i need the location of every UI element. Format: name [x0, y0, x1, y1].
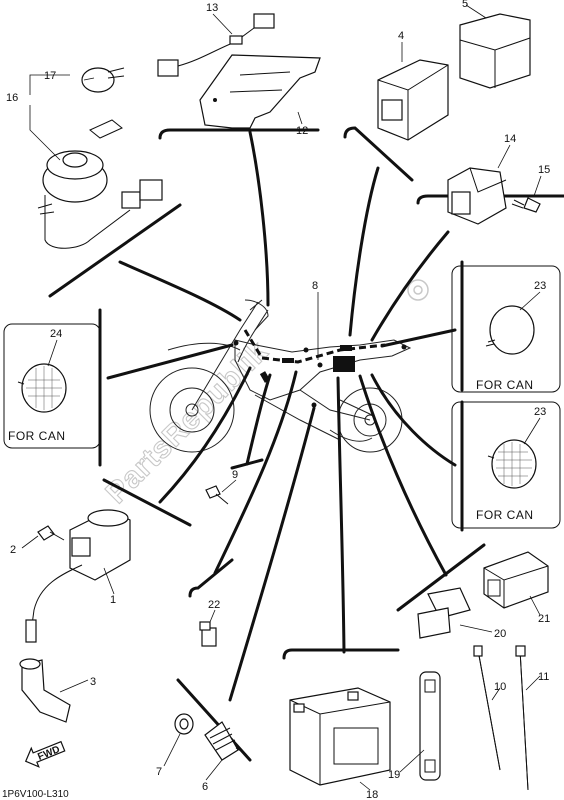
- callout-1: 1: [110, 594, 116, 606]
- callout-2: 2: [10, 544, 16, 556]
- callout-23a: 23: [534, 280, 546, 292]
- watermark: PartsRepublik: [100, 335, 275, 510]
- callout-24: 24: [50, 328, 62, 340]
- part-11-cable-tie: [515, 645, 529, 791]
- part-18-battery: [289, 687, 391, 786]
- part-12-holder-plate: [199, 54, 321, 129]
- diagram-code: 1P6V100-L310: [2, 789, 69, 800]
- part-20-coupler: [417, 587, 471, 639]
- part-14-connector: [447, 167, 507, 225]
- inset-23-bottom: FOR CAN: [451, 401, 561, 529]
- group-brackets: [48, 126, 564, 762]
- inset-23-top: FOR CAN: [451, 265, 561, 393]
- part-16-main-switch: [37, 119, 163, 249]
- callout-17: 17: [44, 70, 56, 82]
- callout-5: 5: [462, 0, 468, 10]
- callout-12: 12: [296, 125, 308, 137]
- callout-6: 6: [202, 781, 208, 793]
- callout-10: 10: [494, 681, 506, 693]
- callout-19: 19: [388, 769, 400, 781]
- part-22-fuse: [199, 621, 217, 647]
- part-6-sensor: [204, 721, 247, 761]
- part-19-strap: [419, 671, 441, 781]
- part-5-cover: [459, 13, 531, 89]
- for-can-label: FOR CAN: [476, 508, 534, 522]
- callout-11: 11: [538, 671, 549, 683]
- part-13-wire-lead: [157, 13, 275, 77]
- callout-7: 7: [156, 766, 162, 778]
- part-1-ignition-coil: [25, 509, 131, 643]
- callout-9: 9: [232, 469, 238, 481]
- part-3-plug-cap: [19, 658, 71, 723]
- for-can-label: FOR CAN: [8, 429, 66, 443]
- callout-15: 15: [538, 164, 550, 176]
- inset-24: FOR CAN: [3, 323, 101, 449]
- callout-23b: 23: [534, 406, 546, 418]
- part-9-bolt: [205, 485, 229, 505]
- callout-4: 4: [398, 30, 404, 42]
- callout-3: 3: [90, 676, 96, 688]
- callout-21: 21: [538, 613, 550, 625]
- part-2-bolt: [37, 525, 65, 541]
- part-7-washer: [174, 713, 194, 735]
- callout-16: 16: [6, 92, 18, 104]
- wire-harness: [233, 329, 407, 408]
- part-17-key-cap: [81, 67, 125, 93]
- callout-13: 13: [206, 2, 218, 14]
- part-10-cable-tie: [473, 645, 501, 771]
- part-4-relay: [377, 59, 449, 141]
- callout-20: 20: [494, 628, 506, 640]
- for-can-label: FOR CAN: [476, 378, 534, 392]
- part-21-coupler: [483, 551, 549, 609]
- callout-8: 8: [312, 280, 318, 292]
- callout-22: 22: [208, 599, 220, 611]
- watermark-gear-icon: [407, 279, 429, 301]
- fwd-label: FWD: [36, 744, 61, 763]
- callout-leaders: [21, 4, 542, 791]
- callout-18: 18: [366, 789, 378, 800]
- part-15-bolt: [511, 197, 541, 213]
- callout-14: 14: [504, 133, 516, 145]
- fwd-arrow-icon: FWD: [24, 740, 66, 768]
- callout-numbers: 13 12 4 5 14 15 17 16 8 23 24 23 9 1 2 3…: [6, 0, 550, 800]
